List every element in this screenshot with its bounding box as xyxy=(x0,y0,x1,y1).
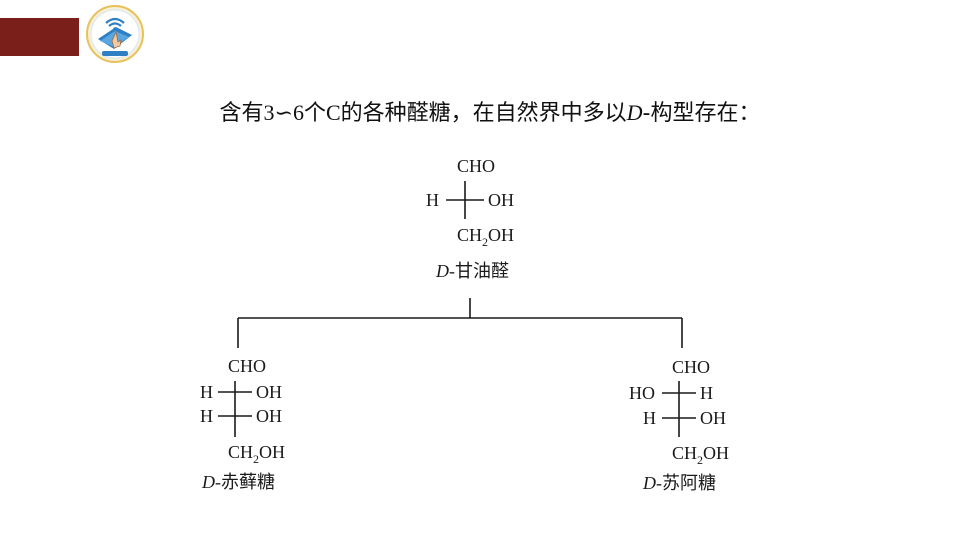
heading-part1: 含有 xyxy=(219,101,264,126)
header-accent-bar xyxy=(0,18,79,56)
erythrose-name: D-赤藓糖 xyxy=(202,472,275,492)
ch2oh-oh: OH xyxy=(488,225,515,245)
erythrose-config: D xyxy=(202,472,215,492)
ch2oh-sub: 2 xyxy=(253,452,260,466)
erythrose-row1-right: OH xyxy=(256,382,282,402)
heading-part4: -构型存在： xyxy=(642,101,761,126)
glyceraldehyde-label: -甘油醛 xyxy=(449,261,509,281)
threose-label: -苏阿糖 xyxy=(656,473,716,493)
glyceraldehyde-left-h: H xyxy=(426,190,439,210)
heading-part3: 的各种醛糖，在自然界中多以 xyxy=(340,101,627,126)
ch2oh-oh: OH xyxy=(703,443,730,463)
erythrose-cho: CHO xyxy=(228,356,267,376)
glyceraldehyde-config: D xyxy=(436,261,449,281)
threose-row1-left: HO xyxy=(629,383,655,403)
heading-range-end: 6 xyxy=(292,100,304,125)
threose-name: D-苏阿糖 xyxy=(643,473,716,493)
ch2oh-ch: CH xyxy=(672,443,698,463)
heading-range-sep: ∽ xyxy=(274,101,293,126)
erythrose-label: -赤藓糖 xyxy=(215,472,275,492)
glyceraldehyde-name: D-甘油醛 xyxy=(436,261,509,281)
ch2oh-sub: 2 xyxy=(482,235,489,249)
erythrose-row1-left: H xyxy=(200,382,213,402)
glyceraldehyde-right-oh: OH xyxy=(488,190,514,210)
slide-heading: 含有3∽6个C的各种醛糖，在自然界中多以D-构型存在： xyxy=(0,95,980,127)
threose-row2-left: H xyxy=(643,408,656,428)
threose-row2-right: OH xyxy=(700,408,726,428)
ch2oh-ch: CH xyxy=(228,442,254,462)
erythrose-row2-left: H xyxy=(200,406,213,426)
threose-ch2oh: CH2OH xyxy=(672,443,729,470)
erythrose-ch2oh: CH2OH xyxy=(228,442,285,469)
threose-row1-right: H xyxy=(700,383,713,403)
erythrose-row2-right: OH xyxy=(256,406,282,426)
threose-config: D xyxy=(643,473,656,493)
heading-carbon: C xyxy=(325,100,341,125)
ch2oh-sub: 2 xyxy=(697,453,704,467)
heading-config: D xyxy=(626,100,643,125)
heading-range-start: 3 xyxy=(263,100,275,125)
glyceraldehyde-ch2oh: CH2OH xyxy=(457,225,514,252)
ch2oh-ch: CH xyxy=(457,225,483,245)
threose-cho: CHO xyxy=(672,357,711,377)
heading-part2: 个 xyxy=(303,101,326,126)
glyceraldehyde-cho: CHO xyxy=(457,156,496,176)
ch2oh-oh: OH xyxy=(259,442,286,462)
hand-touch-logo-icon xyxy=(86,5,144,63)
